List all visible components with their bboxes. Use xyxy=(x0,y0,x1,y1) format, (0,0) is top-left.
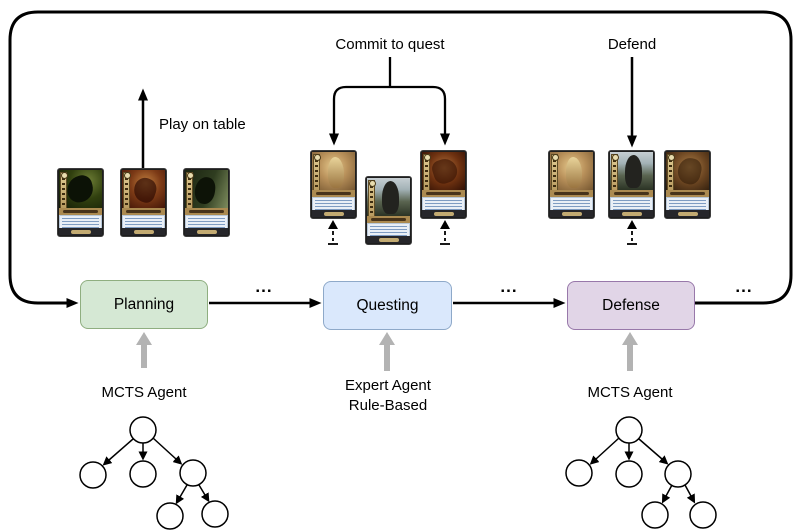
card-cost-banner xyxy=(123,172,131,212)
card-brown-creature xyxy=(664,150,711,219)
card-title-banner xyxy=(122,208,165,215)
card-mountain-figure xyxy=(608,150,655,219)
phase-box-planning: Planning xyxy=(80,280,208,329)
card-text-box xyxy=(422,197,465,212)
card-footer xyxy=(312,210,355,217)
card-red-creature xyxy=(420,150,467,219)
tree-node xyxy=(641,501,669,529)
defense-card-group xyxy=(548,150,714,220)
card-footer xyxy=(550,210,593,217)
commit-to-quest-bracket xyxy=(329,57,450,146)
agent-label-line: Rule-Based xyxy=(348,396,428,414)
ellipsis-questing-defense: ... xyxy=(500,277,518,296)
card-golden-hero xyxy=(310,150,357,219)
questing-card-group xyxy=(310,150,470,246)
tree-node xyxy=(129,416,157,444)
dashed-arrow-defense xyxy=(627,220,637,245)
agent-label-questing: Expert Agent Rule-Based xyxy=(345,376,431,416)
tree-node xyxy=(179,459,207,487)
planning-card-group xyxy=(57,168,287,240)
tree-node xyxy=(664,460,692,488)
card-footer xyxy=(185,228,228,235)
agent-arrow-defense xyxy=(622,332,638,371)
card-footer xyxy=(422,210,465,217)
dashed-arrow-quest-right xyxy=(440,220,450,245)
card-title-banner xyxy=(610,190,653,197)
mcts-tree-planning xyxy=(79,416,229,530)
card-dark-green-bird xyxy=(57,168,104,237)
card-footer xyxy=(666,210,709,217)
card-text-box xyxy=(666,197,709,212)
card-cost-banner xyxy=(423,154,431,194)
card-title-banner xyxy=(666,190,709,197)
tree-node xyxy=(615,416,643,444)
phase-loop-arrow xyxy=(8,10,793,308)
card-cost-banner xyxy=(368,180,376,220)
card-title-banner xyxy=(59,208,102,215)
card-footer xyxy=(367,236,410,243)
card-footer xyxy=(59,228,102,235)
commit-to-quest-label: Commit to quest xyxy=(335,36,445,53)
card-text-box xyxy=(59,215,102,230)
play-on-table-label: Play on table xyxy=(159,116,246,133)
card-text-box xyxy=(122,215,165,230)
card-art xyxy=(367,178,410,216)
tree-node xyxy=(156,502,184,530)
card-green-forest xyxy=(183,168,230,237)
agent-label-planning: MCTS Agent xyxy=(101,383,186,403)
card-golden-hero xyxy=(548,150,595,219)
card-text-box xyxy=(610,197,653,212)
card-title-banner xyxy=(367,216,410,223)
tree-node xyxy=(79,461,107,489)
defend-label: Defend xyxy=(607,36,657,53)
phase-label-defense: Defense xyxy=(602,296,660,314)
card-footer xyxy=(122,228,165,235)
card-text-box xyxy=(312,197,355,212)
tree-node xyxy=(615,460,643,488)
card-red-brown-figures xyxy=(120,168,167,237)
card-footer xyxy=(610,210,653,217)
tree-node xyxy=(565,459,593,487)
ellipsis-planning-questing: ... xyxy=(255,277,273,296)
agent-arrow-planning xyxy=(136,332,152,368)
phase-label-questing: Questing xyxy=(356,296,419,314)
card-title-banner xyxy=(185,208,228,215)
agent-label-defense: MCTS Agent xyxy=(587,383,672,403)
agent-label-line: MCTS Agent xyxy=(587,384,673,401)
phase-box-questing: Questing xyxy=(323,281,452,330)
card-title-banner xyxy=(422,190,465,197)
card-mountain-figure xyxy=(365,176,412,245)
card-title-banner xyxy=(312,190,355,197)
tree-node xyxy=(689,501,717,529)
agent-arrows xyxy=(136,332,638,371)
card-text-box xyxy=(550,197,593,212)
tree-node xyxy=(129,460,157,488)
agent-label-line: Expert Agent xyxy=(345,377,431,394)
dashed-up-arrows xyxy=(328,220,637,245)
card-text-box xyxy=(367,223,410,238)
agent-label-line: MCTS Agent xyxy=(101,384,187,401)
dashed-arrow-quest-left xyxy=(328,220,338,245)
card-text-box xyxy=(185,215,228,230)
card-cost-banner xyxy=(667,154,675,194)
phase-label-planning: Planning xyxy=(113,295,175,313)
ellipsis-after-defense: ... xyxy=(735,277,753,296)
card-title-banner xyxy=(550,190,593,197)
phase-box-defense: Defense xyxy=(567,281,695,330)
agent-arrow-questing xyxy=(379,332,395,371)
mcts-tree-defense xyxy=(565,416,717,529)
tree-node xyxy=(201,500,229,528)
